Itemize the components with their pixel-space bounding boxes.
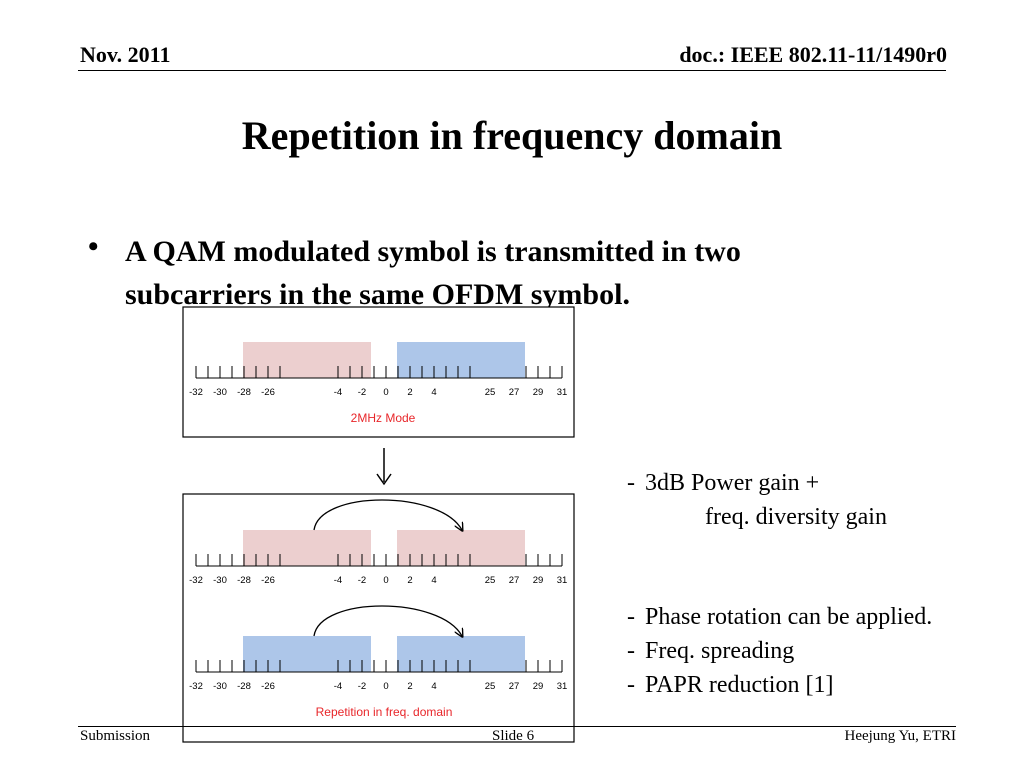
band-left: [243, 342, 371, 378]
down-arrow-icon: [376, 473, 392, 486]
header-divider: [78, 70, 946, 71]
band-right: [397, 342, 525, 378]
tick-label: -30: [213, 575, 227, 586]
repetition-arc-arrow-2: [313, 605, 462, 636]
spectrum-row-repetition-blue: -32 -30 -28 -26 -4 -2 0 2 4 25 27 29 31: [189, 636, 567, 692]
header-doc-id: doc.: IEEE 802.11-11/1490r0: [679, 42, 947, 67]
benefit-list: -Phase rotation can be applied. -Freq. s…: [627, 600, 932, 702]
footer-slide-number: Slide 6: [492, 728, 535, 744]
tick-label: 29: [533, 681, 544, 692]
footer-author: Heejung Yu, ETRI: [844, 728, 956, 744]
list-item: -Phase rotation can be applied.: [627, 604, 933, 630]
tick-label: -26: [261, 681, 275, 692]
list-item: -PAPR reduction [1]: [627, 672, 834, 698]
tick-label: -32: [189, 575, 203, 586]
tick-label: 29: [533, 387, 544, 398]
footer-submission: Submission: [80, 728, 151, 744]
header-date: Nov. 2011: [80, 42, 171, 67]
tick-label: 4: [431, 681, 436, 692]
tick-label: 31: [557, 575, 568, 586]
tick-label: 25: [485, 681, 496, 692]
tick-label: 4: [431, 575, 436, 586]
note-diversity-gain: freq. diversity gain: [705, 504, 887, 530]
gain-note: -3dB Power gain + freq. diversity gain: [627, 466, 887, 534]
tick-label: 27: [509, 681, 520, 692]
slide-title: Repetition in frequency domain: [241, 113, 783, 158]
tick-label: 2: [407, 681, 412, 692]
band-right: [397, 636, 525, 672]
tick-label: -28: [237, 387, 251, 398]
band-right: [397, 530, 525, 566]
tick-label: -30: [213, 387, 227, 398]
tick-label: -32: [189, 387, 203, 398]
tick-label: 0: [383, 387, 388, 398]
tick-label: 27: [509, 575, 520, 586]
tick-label: -28: [237, 681, 251, 692]
tick-label: -2: [358, 387, 366, 398]
tick-label: 29: [533, 575, 544, 586]
tick-label: 25: [485, 387, 496, 398]
tick-label: 27: [509, 387, 520, 398]
tick-label: 31: [557, 387, 568, 398]
band-left: [243, 530, 371, 566]
footer-divider: [78, 726, 956, 727]
spectrum-row-repetition-pink: -32 -30 -28 -26 -4 -2 0 2 4 25 27 29 31: [189, 530, 567, 586]
tick-label: -2: [358, 681, 366, 692]
tick-label: -4: [334, 387, 342, 398]
tick-label: -4: [334, 681, 342, 692]
note-power-gain: 3dB Power gain +: [645, 470, 820, 496]
spectrum-row-2mhz: -32 -30 -28 -26 -4 -2 0 2 4 25 27 29 31: [189, 342, 567, 398]
list-item: -Freq. spreading: [627, 638, 795, 664]
tick-label: 2: [407, 575, 412, 586]
tick-label: -2: [358, 575, 366, 586]
tick-label: -26: [261, 575, 275, 586]
tick-label: 0: [383, 681, 388, 692]
repetition-arc-arrow-1: [313, 499, 462, 530]
tick-label: 31: [557, 681, 568, 692]
bullet-marker: •: [88, 230, 99, 263]
tick-label: 4: [431, 387, 436, 398]
tick-label: -28: [237, 575, 251, 586]
tick-label: 2: [407, 387, 412, 398]
bullet-text: A QAM modulated symbol is transmitted in…: [125, 235, 741, 311]
note-dash: -: [627, 470, 635, 496]
tick-label: 25: [485, 575, 496, 586]
band-left: [243, 636, 371, 672]
tick-label: -30: [213, 681, 227, 692]
tick-label: -4: [334, 575, 342, 586]
tick-label: 0: [383, 575, 388, 586]
caption-2mhz-mode: 2MHz Mode: [351, 411, 416, 425]
tick-label: -26: [261, 387, 275, 398]
caption-repetition: Repetition in freq. domain: [316, 705, 453, 719]
tick-label: -32: [189, 681, 203, 692]
